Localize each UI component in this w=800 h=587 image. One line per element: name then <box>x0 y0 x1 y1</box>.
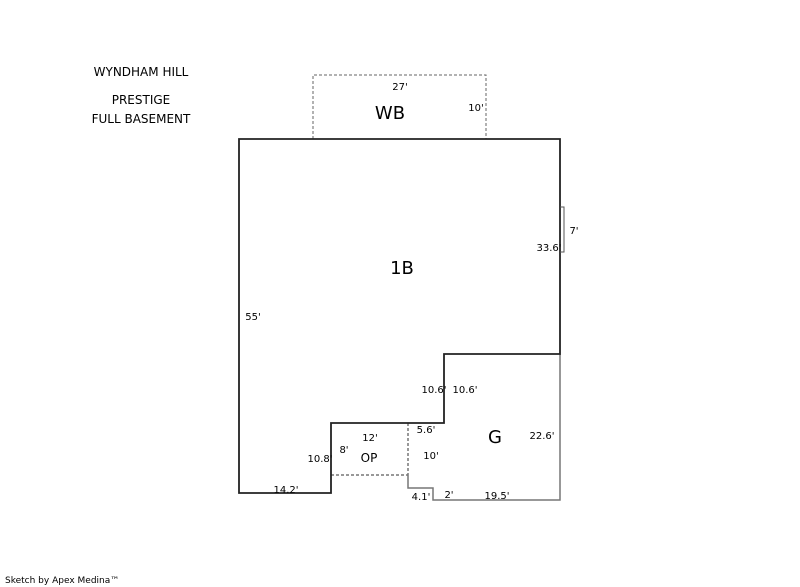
garage-outline <box>407 354 561 501</box>
garage-dim-step: 10.6' <box>452 385 477 396</box>
main-label: 1B <box>390 258 414 279</box>
garage-dim-top: 5.6' <box>417 425 436 436</box>
op-dim-top: 12' <box>362 433 377 444</box>
main-floor-outline <box>238 138 561 494</box>
wb-outline <box>312 74 487 139</box>
garage-label: G <box>488 427 502 448</box>
garage-dim-notch-b: 2' <box>444 490 453 501</box>
main-dim-bottom: 14.2' <box>273 485 298 496</box>
garage-dim-notch: 4.1' <box>412 492 431 503</box>
sketch-credit: Sketch by Apex Medina™ <box>5 576 119 586</box>
op-dim-side: 8' <box>339 445 348 456</box>
garage-dim-left: 10' <box>423 451 438 462</box>
main-dim-step: 10.6' <box>421 385 446 396</box>
op-dim-left: 10.8' <box>307 454 332 465</box>
title-subdivision: WYNDHAM HILL <box>94 65 189 79</box>
main-dim-left: 55' <box>245 312 260 323</box>
bump-outline <box>560 206 565 253</box>
wb-dim-right: 10' <box>468 103 483 114</box>
op-label: OP <box>361 451 378 465</box>
garage-dim-bottom: 19.5' <box>484 491 509 502</box>
wb-dim-top: 27' <box>392 82 407 93</box>
wb-label: WB <box>375 103 405 124</box>
bump-dim: 7' <box>569 226 578 237</box>
title-basement: FULL BASEMENT <box>92 112 191 126</box>
garage-dim-right: 22.6' <box>529 431 554 442</box>
title-model: PRESTIGE <box>112 93 171 107</box>
main-dim-right: 33.6' <box>536 243 561 254</box>
